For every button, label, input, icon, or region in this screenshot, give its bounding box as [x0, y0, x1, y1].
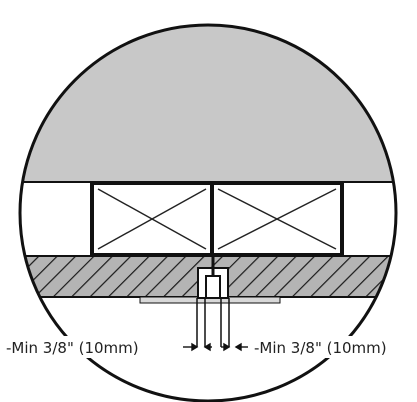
- left-label-backing: [4, 336, 182, 358]
- right-unit-cross: [217, 188, 337, 250]
- left-dimension-arrow: [183, 342, 212, 352]
- left-unit-cross: [97, 188, 207, 250]
- detail-circle: [18, 23, 398, 402]
- unit-frame: [90, 181, 344, 257]
- right-gap-label: -Min 3/8" (10mm): [254, 339, 387, 357]
- right-label-backing: [252, 336, 416, 358]
- center-fastener: [196, 256, 230, 347]
- left-gap-label: -Min 3/8" (10mm): [6, 339, 139, 357]
- right-dimension-arrow: [221, 342, 248, 352]
- upper-slab: [20, 25, 396, 182]
